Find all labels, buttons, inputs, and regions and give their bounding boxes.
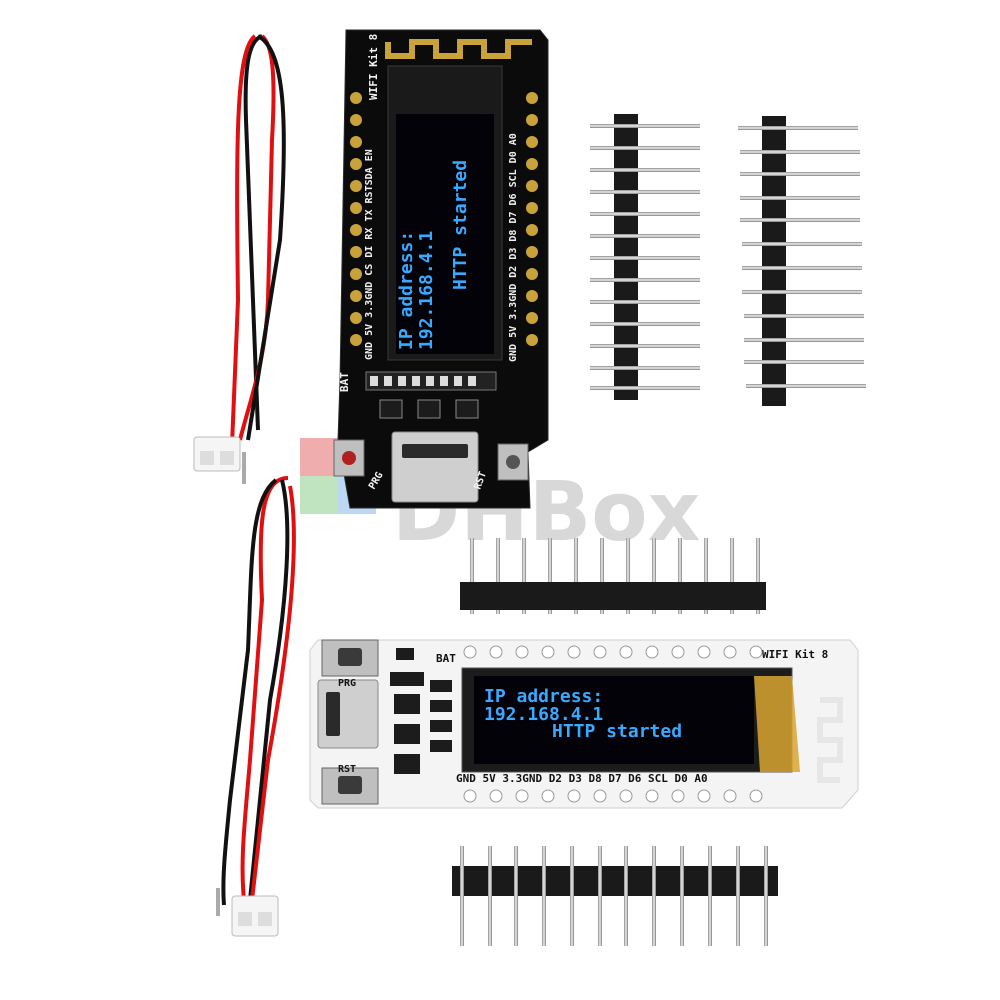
black-oled-line-1: IP address: xyxy=(396,231,417,350)
board-white-kit-label: WIFI Kit 8 xyxy=(762,648,828,661)
jst-connector-bottom xyxy=(216,888,279,937)
white-components xyxy=(390,648,452,774)
board-black-kit-label: WIFI Kit 8 xyxy=(367,34,380,100)
black-right-pin-labels: GND 5V 3.3GND D2 D3 D8 D7 D6 SCL D0 A0 xyxy=(508,133,519,362)
black-micro-usb xyxy=(391,431,479,503)
white-oled-line-1: IP address: xyxy=(484,686,603,707)
white-oled-flex-cable xyxy=(754,676,800,772)
battery-cable-top xyxy=(193,34,286,484)
board-white: WIFI Kit 8 GND 5V 3.3GND D2 D3 D8 D7 D6 … xyxy=(309,639,859,809)
black-right-pads xyxy=(526,92,538,346)
black-left-pads xyxy=(350,92,362,346)
black-left-pin-labels: GND 5V 3.3GND CS DI RX TX RSTSDA EN xyxy=(364,149,375,360)
black-oled-line-3: HTTP started xyxy=(450,160,471,290)
black-oled-screen xyxy=(396,114,494,354)
white-rst-button[interactable] xyxy=(321,767,379,805)
pin-header-horizontal-2 xyxy=(452,846,778,946)
black-oled-line-2: 192.168.4.1 xyxy=(416,231,437,350)
battery-cable-bottom xyxy=(216,476,296,937)
white-prg-label: PRG xyxy=(338,678,356,689)
jst-connector-top xyxy=(193,436,246,484)
pin-header-vertical-1 xyxy=(590,114,700,400)
antenna-trace xyxy=(385,39,532,59)
pin-header-horizontal-1 xyxy=(460,538,766,614)
white-bottom-pin-labels: GND 5V 3.3GND D2 D3 D8 D7 D6 SCL D0 A0 xyxy=(456,772,708,785)
black-bat-label: BAT xyxy=(338,372,351,392)
white-oled-screen xyxy=(474,676,754,764)
pin-header-vertical-2 xyxy=(738,116,866,406)
black-components xyxy=(365,371,497,419)
board-black: WIFI Kit 8 GND 5V 3.3GND CS DI RX TX RST… xyxy=(333,29,549,509)
white-bat-label: BAT xyxy=(436,652,456,665)
white-top-pads xyxy=(463,645,763,659)
black-rst-button-cap xyxy=(506,455,520,469)
white-rst-button-cap xyxy=(338,776,362,794)
black-prg-button-cap xyxy=(342,451,356,465)
white-rst-label: RST xyxy=(338,764,356,775)
white-oled-line-2: 192.168.4.1 xyxy=(484,704,603,725)
white-bottom-pads xyxy=(463,789,763,803)
white-oled-line-3: HTTP started xyxy=(552,721,682,742)
white-antenna-trace xyxy=(817,697,843,783)
white-prg-button-cap xyxy=(338,648,362,666)
